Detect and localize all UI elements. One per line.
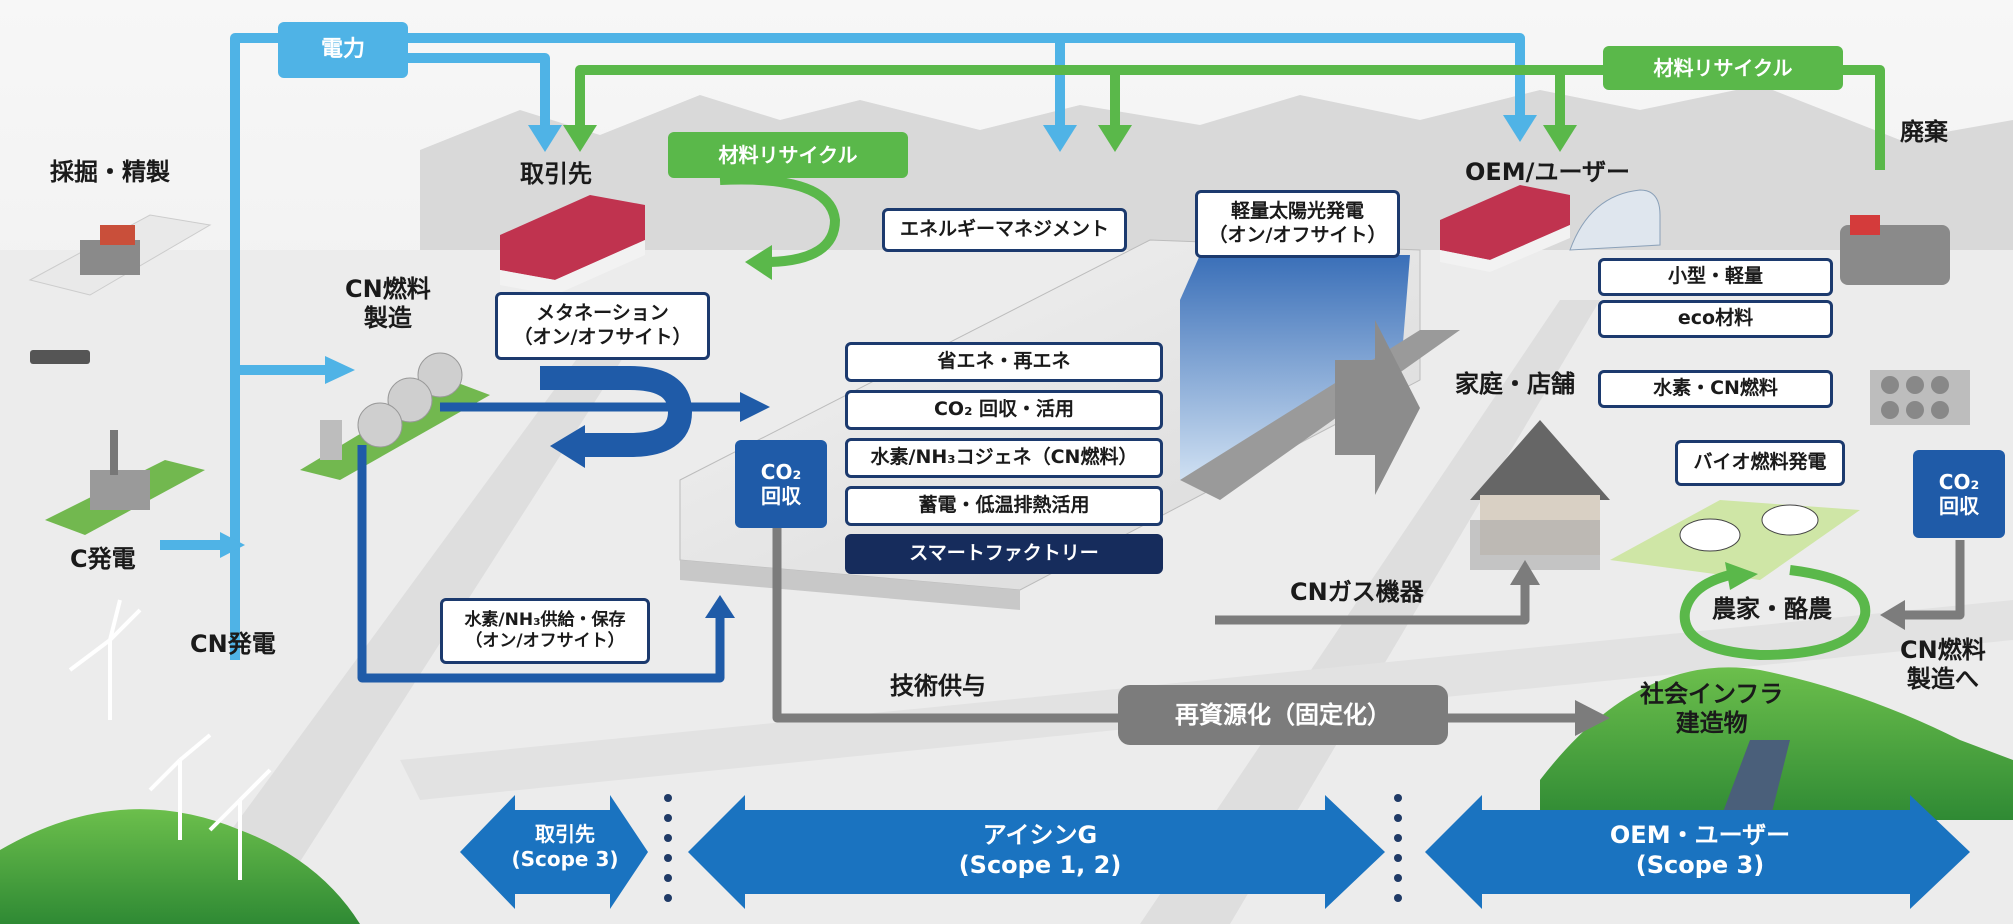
label-social-infra: 社会インフラ 建造物 [1640, 680, 1784, 737]
label-tech: 技術供与 [890, 672, 986, 700]
box-hydrogen-cogen: 水素/NH₃コジェネ（CN燃料） [845, 438, 1163, 478]
label-mining: 採掘・精製 [50, 158, 170, 186]
box-small-light: 小型・軽量 [1598, 258, 1833, 296]
tanks-grid [1870, 370, 1970, 425]
scope-arrow-right [1425, 795, 1970, 909]
label-farm: 農家・酪農 [1712, 595, 1832, 623]
green-hill [0, 809, 360, 924]
material-recycle-tag-top: 材料リサイクル [1603, 46, 1843, 90]
ship [30, 350, 90, 364]
label-cn-gas: CNガス機器 [1290, 578, 1424, 606]
scope-arrow-left [460, 795, 648, 909]
box-solar: 軽量太陽光発電 （オン/オフサイト） [1195, 190, 1400, 258]
electricity-arrowheads [220, 115, 1537, 558]
scope-dividers [664, 794, 1402, 902]
label-disposal: 廃棄 [1900, 118, 1948, 146]
box-methanation: メタネーション （オン/オフサイト） [495, 292, 710, 360]
box-co2-capture-use: CO₂ 回収・活用 [845, 390, 1163, 430]
label-home-shop: 家庭・店舗 [1455, 370, 1575, 398]
box-save-energy: 省エネ・再エネ [845, 342, 1163, 382]
box-smart-factory: スマートファクトリー [845, 534, 1163, 574]
label-cn-fuel-to: CN燃料 製造へ [1900, 636, 1986, 693]
navy-flow-lines [357, 402, 745, 683]
oem-warehouse [1440, 185, 1570, 260]
solar-roof [1180, 255, 1410, 480]
wind-turbines [68, 599, 272, 880]
box-storage-heat: 蓄電・低温排熱活用 [845, 486, 1163, 526]
box-bio-power: バイオ燃料発電 [1675, 440, 1845, 486]
electricity-lines [160, 33, 1525, 660]
label-cn-power: CN発電 [190, 630, 276, 658]
methanation-loop [540, 366, 692, 457]
label-cn-fuel-make: CN燃料 製造 [345, 275, 431, 332]
road [1140, 300, 1600, 924]
car [1569, 189, 1661, 251]
box-h2-supply: 水素/NH₃供給・保存 （オン/オフサイト） [440, 598, 650, 664]
scrap-pile [1840, 225, 1950, 285]
big-gray-arrow [1335, 320, 1420, 495]
co2-capture-left: CO₂ 回収 [735, 440, 827, 528]
factory-wall [680, 560, 1020, 610]
box-energy-management: エネルギーマネジメント [882, 208, 1127, 252]
material-recycle-tag-mid: 材料リサイクル [668, 132, 908, 178]
methanation-arrowhead [550, 425, 585, 468]
supplier-warehouse [500, 195, 645, 280]
scope-center: アイシンG (Scope 1, 2) [958, 821, 1122, 879]
recycle-arrowheads [563, 125, 1577, 280]
scope-right: OEM・ユーザー (Scope 3) [1609, 821, 1791, 879]
road [180, 300, 660, 924]
box-h2-cn-fuel: 水素・CN燃料 [1598, 370, 1833, 408]
box-eco-material: eco材料 [1598, 300, 1833, 338]
co2-capture-right: CO₂ 回収 [1913, 450, 2005, 538]
electricity-tag: 電力 [278, 22, 408, 78]
label-suppliers: 取引先 [520, 160, 592, 188]
recycle-fix-tag: 再資源化（固定化） [1118, 685, 1448, 745]
scope-left: 取引先 (Scope 3) [511, 822, 619, 871]
scope-arrow-center [688, 795, 1385, 909]
farm-cycle [1679, 565, 1871, 661]
house [1470, 420, 1610, 570]
label-c-power: C発電 [70, 545, 136, 573]
label-oem-user: OEM/ユーザー [1465, 158, 1630, 186]
